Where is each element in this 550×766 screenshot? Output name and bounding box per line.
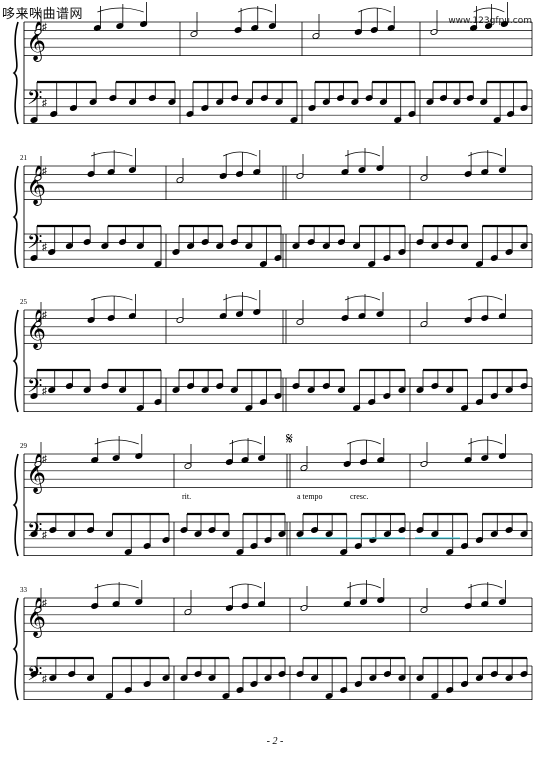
tie: [347, 583, 381, 589]
key-signature-sharp: ♯: [42, 454, 47, 465]
key-signature-sharp: ♯: [42, 166, 47, 177]
brace: [12, 597, 19, 701]
measure-number: 21: [20, 154, 28, 162]
site-watermark: 哆来咪曲谱网: [2, 7, 84, 22]
expression-cresc: cresc.: [350, 492, 368, 501]
measure-number: 25: [20, 298, 28, 306]
tie: [467, 295, 503, 301]
tie: [344, 295, 381, 301]
tie: [347, 439, 381, 445]
site-url-watermark: www.123gfpu.com: [448, 16, 532, 26]
tie: [223, 151, 257, 157]
bass-clef-icon: 𝄢: [27, 664, 42, 690]
measure-number: 33: [20, 586, 28, 594]
key-signature-sharp: ♯: [42, 310, 47, 321]
tie: [90, 151, 133, 157]
expression-rit: rit.: [182, 492, 191, 501]
tie: [223, 295, 257, 301]
expression-a-tempo: a tempo: [297, 492, 323, 501]
tie: [97, 7, 144, 13]
measure-number: 29: [20, 442, 28, 450]
tie: [237, 7, 273, 13]
brace: [12, 309, 19, 413]
brace: [12, 453, 19, 557]
brace: [12, 165, 19, 269]
tie: [90, 295, 133, 301]
tie: [344, 151, 381, 157]
measure-number: 17: [20, 10, 28, 18]
page-number: - 2 -: [266, 736, 284, 747]
tie: [467, 151, 503, 157]
key-signature-sharp: ♯: [42, 530, 47, 541]
brace: [12, 21, 19, 125]
key-signature-sharp: ♯: [42, 674, 47, 685]
key-signature-sharp: ♯: [42, 242, 47, 253]
key-signature-sharp: ♯: [42, 22, 47, 33]
tie: [467, 439, 503, 445]
tie: [473, 7, 505, 13]
key-signature-sharp: ♯: [42, 598, 47, 609]
tie: [94, 439, 139, 445]
segno-icon: 𝄋: [286, 431, 293, 448]
tie: [229, 583, 262, 589]
tie: [229, 439, 262, 445]
bass-clef-icon: 𝄢: [27, 88, 42, 114]
tie: [94, 583, 139, 589]
tie: [467, 583, 503, 589]
key-signature-sharp: ♯: [42, 98, 47, 109]
tie: [358, 7, 392, 13]
key-signature-sharp: ♯: [42, 386, 47, 397]
bass-clef-icon: 𝄢: [27, 232, 42, 258]
